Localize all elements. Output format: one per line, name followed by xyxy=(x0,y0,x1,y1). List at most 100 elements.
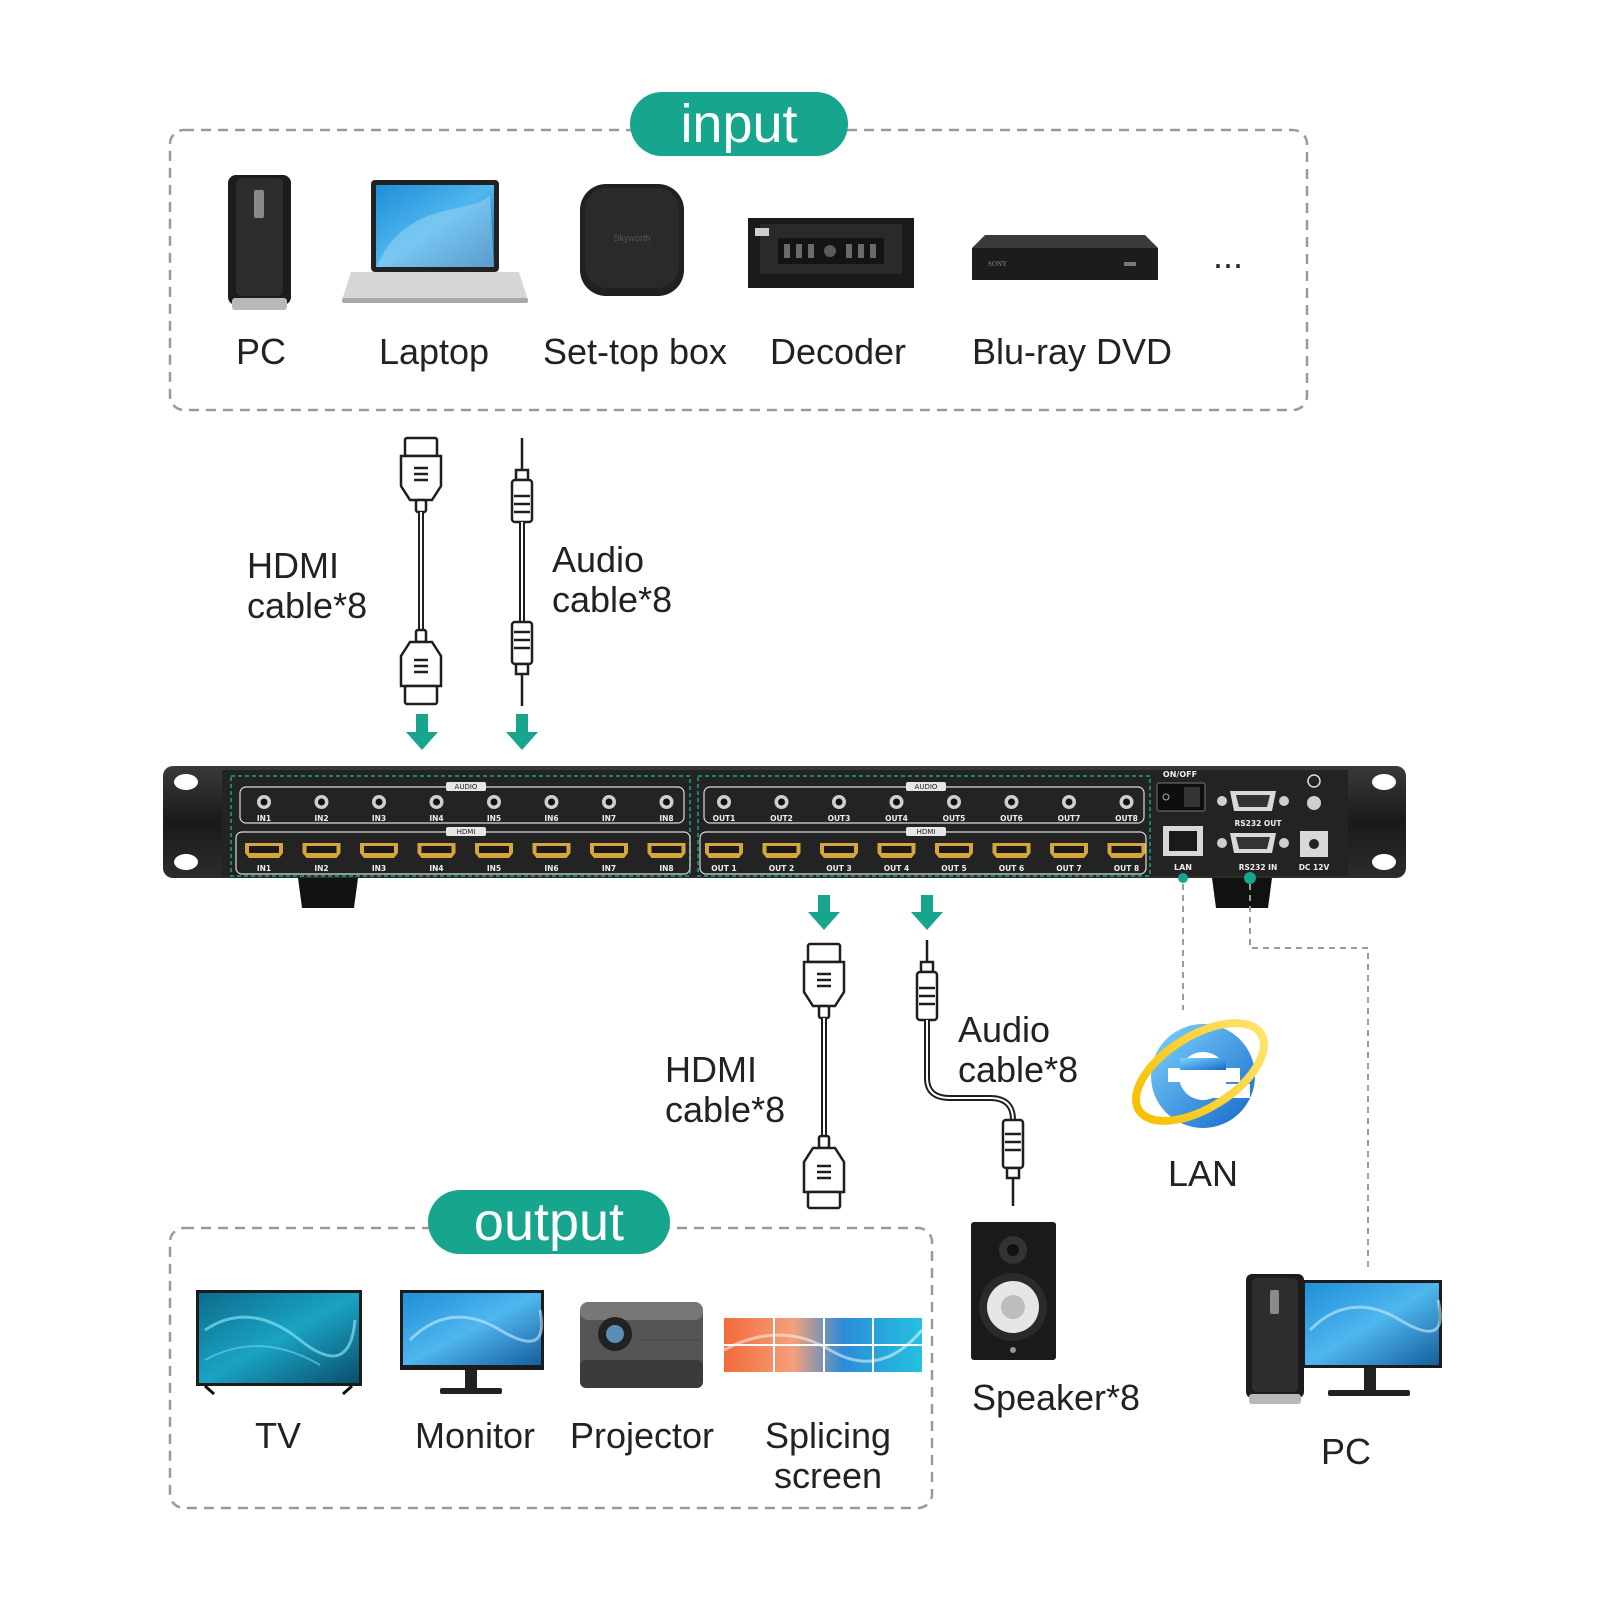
device-label-tv: TV xyxy=(254,1415,302,1456)
arrow-down-icon xyxy=(911,895,943,930)
input-audio-cable xyxy=(510,438,534,706)
audio-in-jack-hole xyxy=(605,798,613,806)
hdmi-in-label: IN1 xyxy=(257,864,271,873)
hdmi-in-port-slot xyxy=(249,846,279,853)
audio-in-label: IN8 xyxy=(659,814,673,823)
pc-control-label: PC xyxy=(1320,1431,1372,1472)
decoder-icon xyxy=(748,218,914,288)
svg-text:RS232 OUT: RS232 OUT xyxy=(1234,819,1282,828)
port-group: IN1IN1IN2IN2IN3IN3IN4IN4IN5IN5IN6IN6IN7I… xyxy=(245,795,1146,873)
audio-out-label: OUT2 xyxy=(770,814,793,823)
device-label-pc: PC xyxy=(235,331,287,372)
audio-in-jack-hole xyxy=(490,798,498,806)
svg-text:RS232 IN: RS232 IN xyxy=(1239,863,1278,872)
audio-out-jack-hole xyxy=(1123,798,1130,806)
hdmi-in-port-slot xyxy=(364,846,394,853)
device-label-decoder: Decoder xyxy=(769,331,907,372)
hdmi-out-port-slot xyxy=(939,846,969,853)
speaker-icon xyxy=(971,1222,1056,1360)
hdmi-out-label: OUT 3 xyxy=(826,864,851,873)
output-audio-cable xyxy=(915,940,1025,1206)
lan-label: LAN xyxy=(1167,1153,1239,1194)
hdmi-in-label: IN5 xyxy=(487,864,501,873)
input-section-title: input xyxy=(630,92,848,156)
device-label-projector: Projector xyxy=(569,1415,715,1456)
hdmi-out-port-slot xyxy=(1111,846,1142,853)
arrow-down-icon xyxy=(406,714,438,750)
audio-out-jack-hole xyxy=(778,798,785,806)
audio-out-jack-hole xyxy=(893,798,900,806)
input-audio-cable-label: Audio cable*8 xyxy=(552,539,673,620)
hdmi-out-port-slot xyxy=(766,846,797,853)
audio-in-label: IN4 xyxy=(429,814,443,823)
hdmi-out-label: OUT 6 xyxy=(999,864,1024,873)
svg-text:ON/OFF: ON/OFF xyxy=(1163,770,1197,779)
device-label-bluray: Blu-ray DVD xyxy=(971,331,1173,372)
audio-in-jack-hole xyxy=(375,798,383,806)
audio-in-jack-hole xyxy=(433,798,440,806)
hdmi-in-label: IN7 xyxy=(602,864,616,873)
hdmi-out-port-slot xyxy=(996,846,1027,853)
audio-out-label: OUT1 xyxy=(713,814,736,823)
ground-icon xyxy=(1307,774,1321,788)
speaker-label: Speaker*8 xyxy=(971,1377,1141,1418)
audio-in-jack-hole xyxy=(663,798,670,806)
audio-in-label: IN1 xyxy=(257,814,271,823)
audio-out-jack-hole xyxy=(835,798,843,806)
hdmi-in-label: IN4 xyxy=(429,864,443,873)
audio-in-label: IN2 xyxy=(314,814,328,823)
output-arrows xyxy=(808,895,943,930)
arrow-down-icon xyxy=(808,895,840,930)
audio-in-jack-hole xyxy=(260,798,268,806)
hdmi-out-label: OUT 7 xyxy=(1056,864,1081,873)
rs232-in-port[interactable] xyxy=(1217,833,1289,853)
audio-out-label: OUT6 xyxy=(1000,814,1023,823)
audio-out-jack-hole xyxy=(1065,798,1073,806)
more-devices-ellipsis: ... xyxy=(1213,235,1243,276)
input-section-frame xyxy=(168,128,1309,412)
hdmi-in-label: IN2 xyxy=(314,864,328,873)
hdmi-out-port-slot xyxy=(824,846,854,853)
device-label-laptop: Laptop xyxy=(378,331,490,372)
hdmi-in-port-slot xyxy=(306,846,337,853)
hdmi-out-port-slot xyxy=(1054,846,1084,853)
audio-out-jack-hole xyxy=(1008,798,1015,806)
hdmi-out-label: OUT 1 xyxy=(711,864,736,873)
audio-in-label: IN5 xyxy=(487,814,501,823)
svg-text:DC 12V: DC 12V xyxy=(1299,863,1330,872)
rs232-connection-line xyxy=(1249,884,1369,1268)
audio-out-jack-hole xyxy=(720,798,728,806)
input-arrows xyxy=(406,714,538,750)
hdmi-in-port-slot xyxy=(651,846,682,853)
rs232-out-port[interactable] xyxy=(1217,791,1289,811)
hdmi-in-port-slot xyxy=(536,846,567,853)
audio-in-label: IN6 xyxy=(544,814,558,823)
hdmi-matrix-switcher: AUDIO HDMI AUDIO HDMI IN1IN1IN2IN2IN3IN3… xyxy=(163,766,1406,908)
tower-pc-icon xyxy=(228,175,291,310)
hdmi-in-port-slot xyxy=(594,846,624,853)
svg-text:AUDIO: AUDIO xyxy=(915,783,938,791)
svg-text:Skyworth: Skyworth xyxy=(613,233,650,243)
audio-out-label: OUT3 xyxy=(828,814,851,823)
audio-out-label: OUT4 xyxy=(885,814,908,823)
audio-out-label: OUT7 xyxy=(1058,814,1081,823)
svg-text:HDMI: HDMI xyxy=(917,828,936,836)
bluray-player-icon: SONY xyxy=(972,235,1158,280)
hdmi-in-label: IN8 xyxy=(659,864,673,873)
hdmi-out-label: OUT 2 xyxy=(769,864,794,873)
svg-text:HDMI: HDMI xyxy=(457,828,476,836)
set-top-box-icon: Skyworth xyxy=(580,184,684,296)
audio-out-label: OUT5 xyxy=(943,814,966,823)
audio-out-label: OUT8 xyxy=(1115,814,1138,823)
device-label-splicing-screen: Splicing screen xyxy=(764,1415,892,1496)
hdmi-out-label: OUT 5 xyxy=(941,864,966,873)
monitor-icon xyxy=(400,1290,544,1394)
projector-icon xyxy=(580,1302,703,1388)
output-hdmi-cable-label: HDMI cable*8 xyxy=(665,1049,786,1130)
output-hdmi-cable xyxy=(802,942,846,1210)
hdmi-in-label: IN3 xyxy=(372,864,386,873)
internet-explorer-icon xyxy=(1132,1019,1268,1128)
hdmi-in-label: IN6 xyxy=(544,864,558,873)
output-section-title: output xyxy=(428,1190,670,1254)
